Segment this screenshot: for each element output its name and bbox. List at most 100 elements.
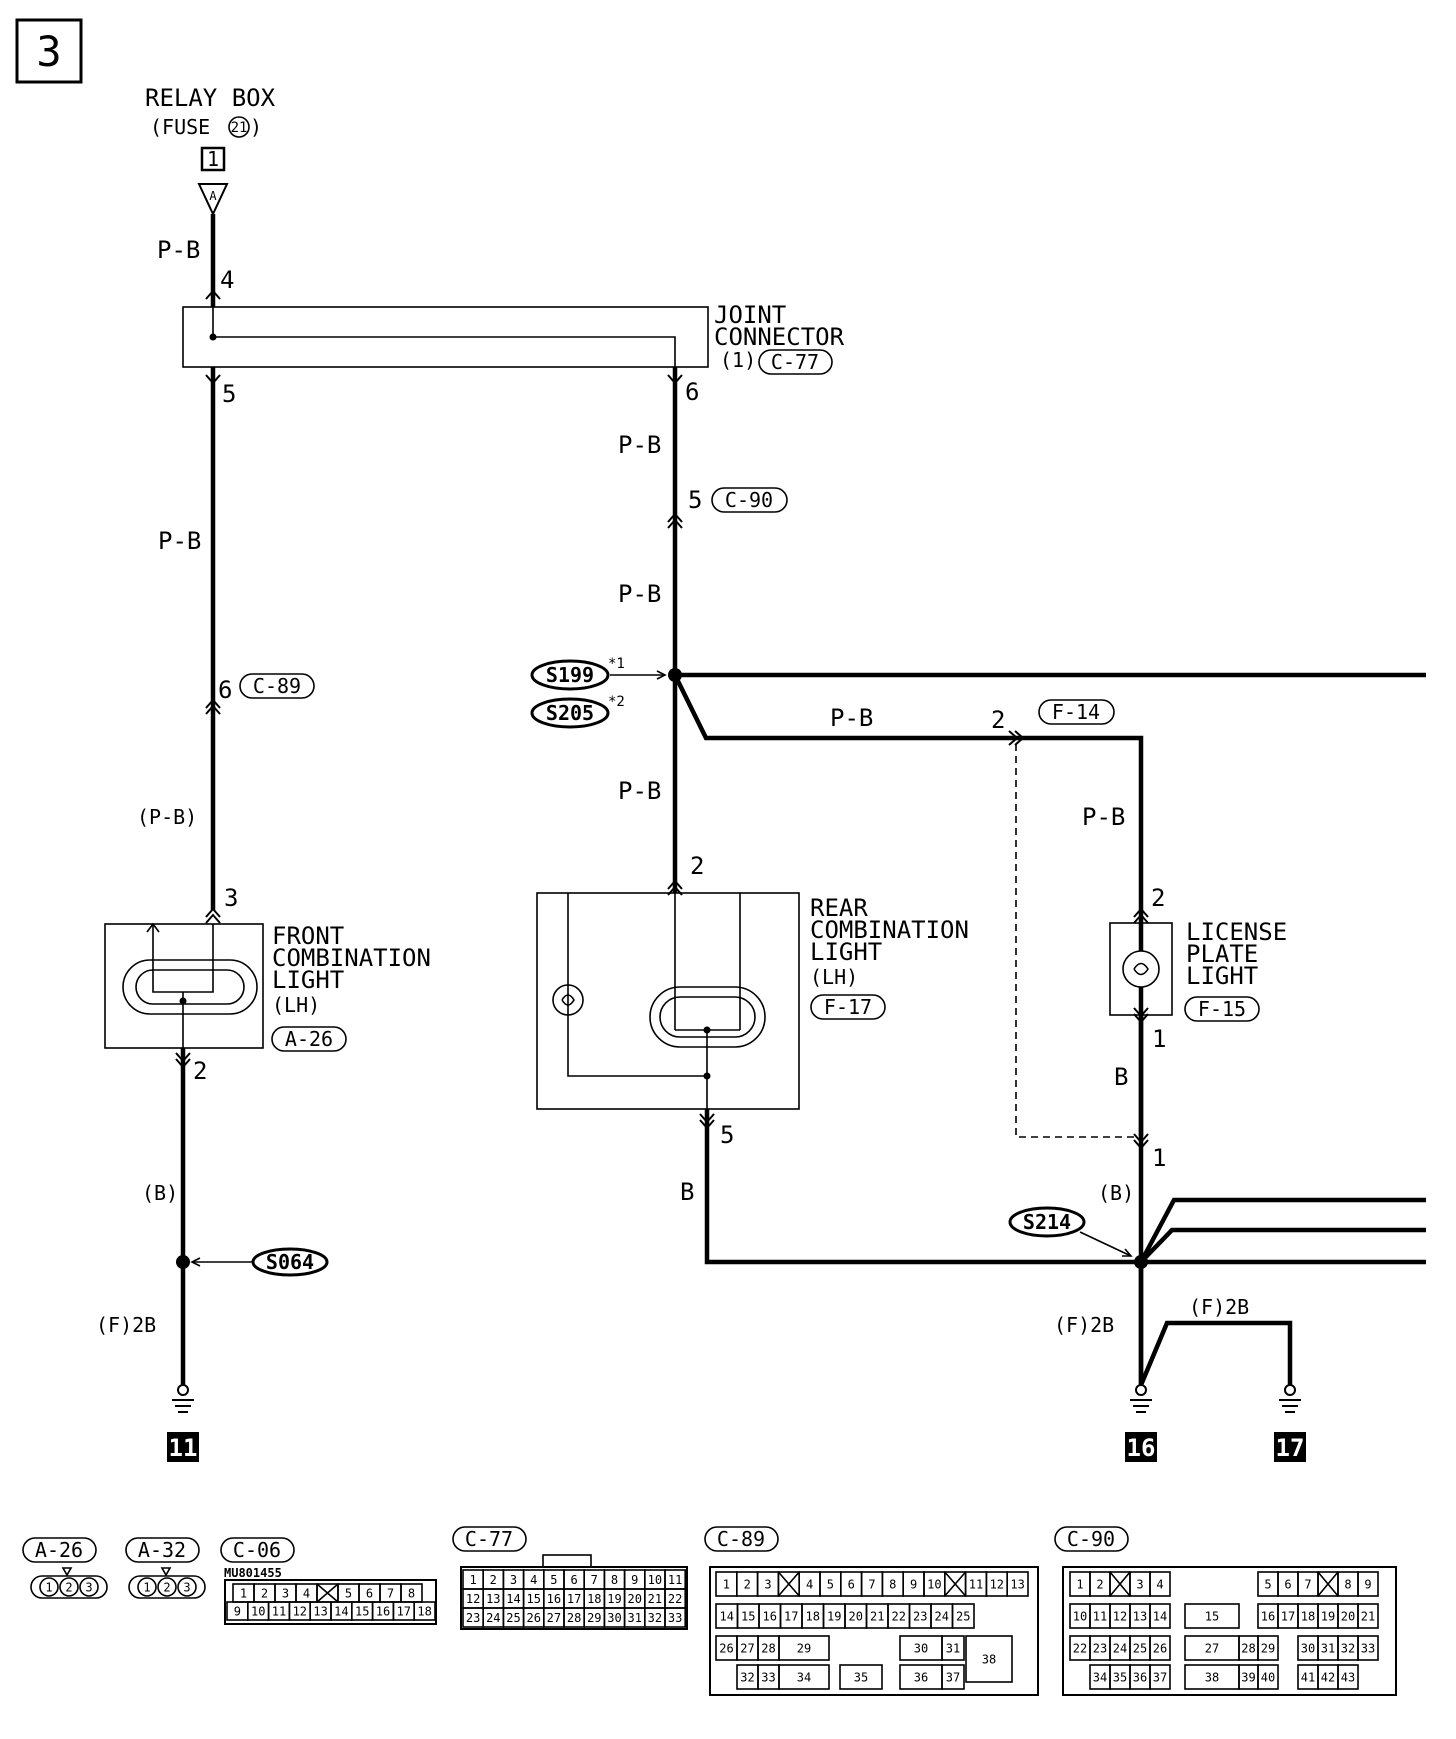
wire-ground-17 [1138, 1320, 1293, 1386]
legend-c06-part: MU801455 [224, 1566, 282, 1580]
c77-r2-6-label: 18 [587, 1592, 601, 1606]
c77-r1-10-label: 11 [668, 1573, 682, 1587]
ground-17-terminal [1284, 1384, 1296, 1396]
c90-r1-6-label: 6 [1284, 1578, 1291, 1592]
front-light-label-2: COMBINATION [272, 944, 431, 972]
joint-pin-5: 5 [222, 380, 236, 408]
c89-r2-8-label: 22 [892, 1610, 906, 1624]
license-pin-lower: 1 [1152, 1144, 1166, 1172]
c06-r1-4-blank-cavity [316, 1583, 339, 1603]
c89-pin: 6 [218, 676, 232, 704]
legend-a26-key [61, 1567, 73, 1577]
c90-r2-4-cell [1149, 1603, 1171, 1629]
a26-pins-pin-0 [39, 1577, 59, 1597]
ground-17-wire-label: (F)2B [1189, 1295, 1249, 1319]
relay-box-fuse-prefix: (FUSE [150, 115, 210, 139]
license-bulb [1122, 950, 1160, 988]
front-light-label-4: (LH) [272, 993, 320, 1017]
c77-r2-2-label: 14 [506, 1592, 520, 1606]
c89-r1-14-cell [1006, 1571, 1029, 1597]
a32-pins-pin-0 [137, 1577, 157, 1597]
front-light-label-3: LIGHT [272, 966, 344, 994]
c77-r1-3-label: 4 [530, 1573, 537, 1587]
c77-r3-10-label: 33 [668, 1611, 682, 1625]
front-light-code-frame [271, 1026, 347, 1052]
c89-r1-4-label: 4 [806, 1578, 813, 1592]
c90-r4-9-cell [1337, 1664, 1359, 1690]
license-pin-top: 2 [1151, 884, 1165, 912]
c89-r4-3-cell [839, 1664, 883, 1690]
c90-r1-10-label: 9 [1364, 1578, 1371, 1592]
c89-r1-13-label: 12 [990, 1578, 1004, 1592]
a26-pins-pin-label-2: 3 [85, 1581, 92, 1595]
joint-pin-6: 6 [685, 378, 699, 406]
legend-a32-code: A-32 [138, 1538, 186, 1562]
ground-11-box [167, 1432, 199, 1462]
rear-light-box [536, 892, 800, 1110]
c90-r4-7-label: 41 [1301, 1671, 1315, 1685]
c77-r3-5-label: 28 [567, 1611, 581, 1625]
rear-light-node-lower [703, 1072, 711, 1080]
c89-r1-8-label: 8 [889, 1578, 896, 1592]
c06-r2-0-label: 9 [234, 1605, 241, 1619]
legend-c77-latch [542, 1554, 592, 1568]
ground-16-symbol [1130, 1399, 1152, 1413]
c06-r1-7-label: 7 [387, 1587, 394, 1601]
license-filament [1133, 962, 1149, 976]
c90-r3-5-label: 27 [1205, 1642, 1219, 1656]
c90-r2-2-label: 12 [1113, 1610, 1127, 1624]
joint-pin-4: 4 [220, 266, 234, 294]
c06-r2-5-label: 14 [334, 1605, 348, 1619]
c90-r3-0-label: 22 [1073, 1642, 1087, 1656]
s214-label: S214 [1023, 1210, 1071, 1234]
c90-r1-3-label: 3 [1136, 1578, 1143, 1592]
wire-color-left-lower: (P-B) [137, 805, 197, 829]
c90-r1-8-blank-cavity [1317, 1571, 1339, 1597]
c06-r1-5-label: 5 [345, 1587, 352, 1601]
front-light-label-1: FRONT [272, 922, 344, 950]
c90-r2-7-label: 17 [1281, 1610, 1295, 1624]
legend-c89-code-frame [704, 1526, 779, 1552]
c89-r1-12-label: 11 [969, 1578, 983, 1592]
c06-r1-1-label: 2 [261, 1587, 268, 1601]
s064-frame [251, 1247, 329, 1277]
joint-connector-bus [212, 307, 676, 367]
relay-terminal-marker: A [209, 189, 217, 203]
c89-r3-4-label: 30 [914, 1642, 928, 1656]
legend-c77-body [460, 1566, 688, 1630]
rear-light-label-3: LIGHT [810, 938, 882, 966]
a32-pins-pin-label-1: 2 [163, 1581, 170, 1595]
c89-r4-4-label: 36 [914, 1671, 928, 1685]
c90-r2-3-label: 13 [1133, 1610, 1147, 1624]
c90-code: C-90 [725, 488, 773, 512]
s199-note: *1 [608, 656, 625, 672]
wire-color-mid-3: P-B [618, 777, 661, 805]
legend-a32-body [128, 1575, 206, 1599]
c77-r1-2-label: 3 [510, 1573, 517, 1587]
legend-a32-code-frame [125, 1537, 200, 1563]
ground-11-wire-label: (F)2B [96, 1313, 156, 1337]
c90-r2-6-label: 16 [1261, 1610, 1275, 1624]
c90-r3-4-cell [1149, 1635, 1171, 1661]
c06-r2-3-label: 12 [293, 1605, 307, 1619]
c90-r3-11-label: 33 [1361, 1642, 1375, 1656]
c77-r1-9-label: 10 [648, 1573, 662, 1587]
rear-light-label-2: COMBINATION [810, 916, 969, 944]
a32-pins-pin-label-2: 3 [183, 1581, 190, 1595]
c77-r3-7-label: 30 [607, 1611, 621, 1625]
c06-r1-8-label: 8 [408, 1587, 415, 1601]
c89-r2-5-label: 19 [827, 1610, 841, 1624]
c89-r2-3-label: 17 [784, 1610, 798, 1624]
c77-r3-9-label: 32 [648, 1611, 662, 1625]
f14-code-frame [1038, 699, 1115, 725]
wire-color-relay: P-B [157, 236, 200, 264]
c90-r1-9-label: 8 [1344, 1578, 1351, 1592]
a26-pins-pin-1 [59, 1577, 79, 1597]
c89-r2-10-label: 24 [935, 1610, 949, 1624]
wire-to-next-page-2 [1139, 1227, 1426, 1264]
c89-r2-2-label: 16 [763, 1610, 777, 1624]
c90-pin: 5 [688, 486, 702, 514]
